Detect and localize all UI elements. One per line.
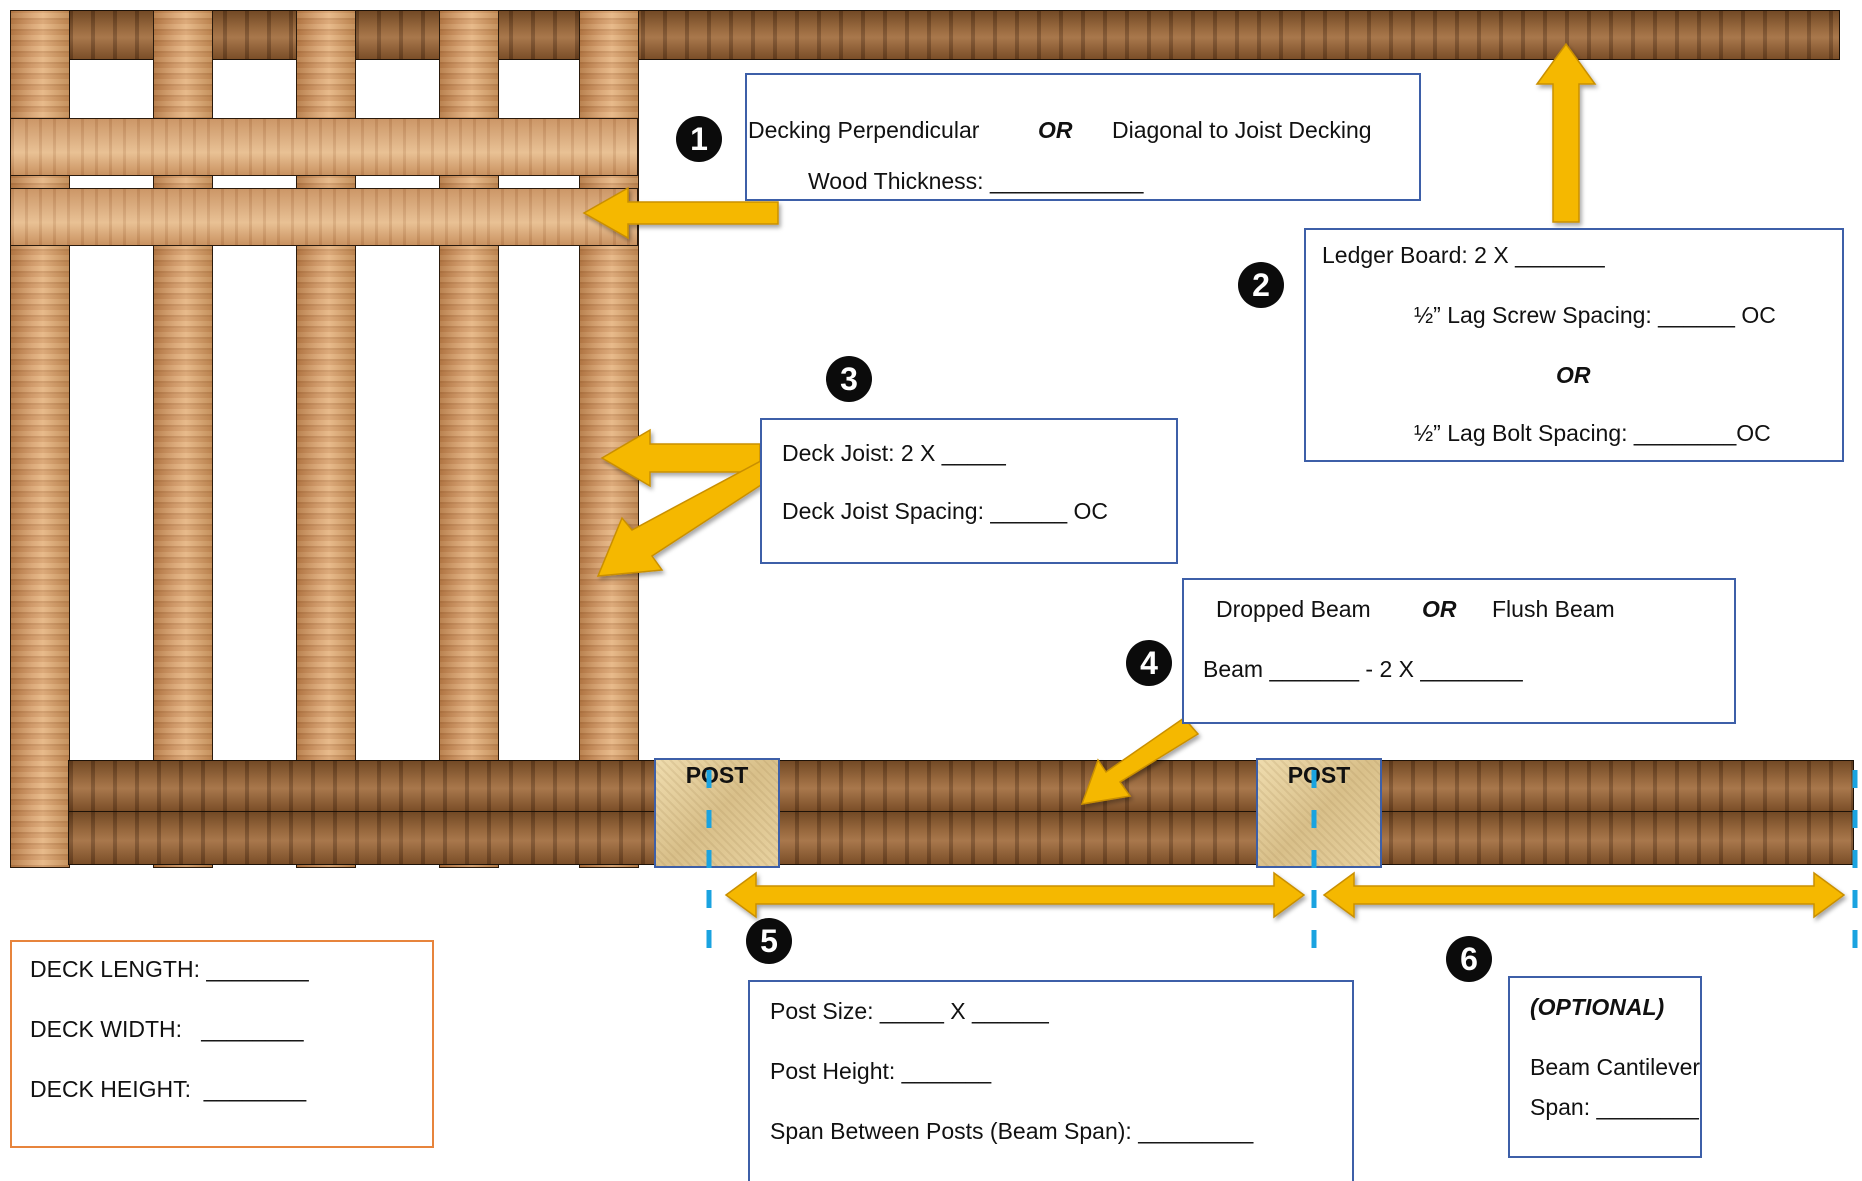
post-size-field: Post Size: _____ X ______ [770,998,1049,1024]
step-badge-6: 6 [1446,936,1492,982]
beam-lower [68,811,1854,865]
step-badge-1: 1 [676,116,722,162]
cantilever-info-box [1508,976,1702,1158]
deck-width-field: DECK WIDTH: ________ [30,1016,304,1042]
deck-dimensions-box [10,940,434,1148]
arrow-1 [582,186,779,240]
decking-board [10,118,638,176]
ledger-board-field: Ledger Board: 2 X _______ [1322,242,1605,268]
beam-upper [68,760,1854,812]
step-badge-4: 4 [1126,640,1172,686]
arrow-3b [596,455,786,577]
beam-span-field: Span Between Posts (Beam Span): ________… [770,1118,1254,1144]
arrow-4 [1080,717,1200,805]
joist-info-box [760,418,1178,564]
wood-thickness-field: Wood Thickness: ____________ [808,168,1144,194]
post-info-box [748,980,1354,1181]
ledger-info-box [1304,228,1844,462]
decking-info-box [745,73,1421,201]
step-badge-3: 3 [826,356,872,402]
post-label: POST [685,762,749,788]
beam-size-field: Beam _______ - 2 X ________ [1203,656,1523,682]
beam-cantilever-label: Beam Cantilever [1530,1054,1701,1080]
flush-beam-label: Flush Beam [1492,596,1615,622]
decking-diagonal-label: Diagonal to Joist Decking [1112,117,1372,143]
arrow-5 [724,871,1306,919]
optional-label: (OPTIONAL) [1530,994,1665,1020]
post-label: POST [1287,762,1351,788]
post-left: POST [654,758,780,868]
or-label: OR [1556,362,1591,388]
or-label: OR [1422,596,1457,622]
lag-bolt-spacing-field: ½” Lag Bolt Spacing: ________OC [1414,420,1771,446]
post-height-field: Post Height: _______ [770,1058,992,1084]
dropped-beam-label: Dropped Beam [1216,596,1371,622]
step-badge-2: 2 [1238,262,1284,308]
decking-board [10,188,638,246]
post-right: POST [1256,758,1382,868]
step-badge-5: 5 [746,918,792,964]
decking-perpendicular-label: Decking Perpendicular [748,117,980,143]
ledger-board [68,10,1840,60]
deck-joist-field: Deck Joist: 2 X _____ [782,440,1006,466]
deck-height-field: DECK HEIGHT: ________ [30,1076,307,1102]
beam-info-box [1182,578,1736,724]
arrow-2 [1535,42,1597,223]
deck-joist-spacing-field: Deck Joist Spacing: ______ OC [782,498,1109,524]
arrow-6 [1322,871,1846,919]
deck-length-field: DECK LENGTH: ________ [30,956,309,982]
lag-screw-spacing-field: ½” Lag Screw Spacing: ______ OC [1414,302,1776,328]
or-label: OR [1038,117,1073,143]
cantilever-span-field: Span: ________ [1530,1094,1699,1120]
